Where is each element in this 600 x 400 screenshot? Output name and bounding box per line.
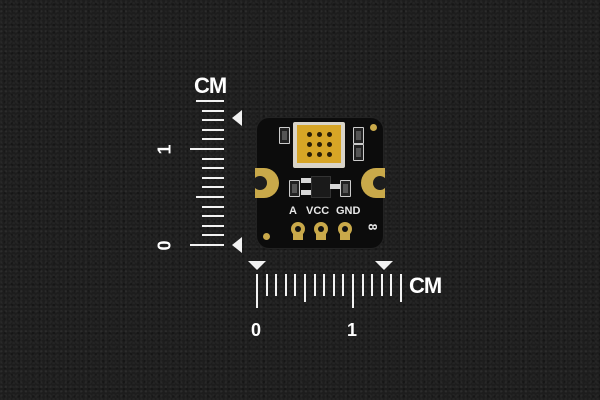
ruler-tick	[371, 274, 374, 296]
ruler-tick	[352, 274, 354, 308]
left-mount-hole	[253, 176, 267, 190]
ruler-tick	[202, 215, 224, 218]
ruler-tick	[202, 157, 224, 160]
smd-resistor	[353, 127, 364, 144]
ruler-tick	[304, 274, 306, 302]
ruler-tick	[284, 274, 287, 296]
left-marker-triangle-icon	[248, 261, 266, 270]
ruler-tick	[390, 274, 393, 296]
ruler-tick	[294, 274, 297, 296]
pin-pad-gnd	[338, 222, 352, 236]
ruler-tick	[202, 224, 224, 227]
ruler-tick	[275, 274, 278, 296]
bottom-marker-triangle-icon	[232, 237, 242, 253]
smd-resistor	[279, 127, 290, 144]
ruler-tick	[313, 274, 316, 296]
right-marker-triangle-icon	[375, 261, 393, 270]
vertical-ruler-label-1: 1	[154, 144, 175, 155]
ruler-tick	[202, 119, 224, 122]
ruler-tick	[190, 244, 224, 246]
ruler-tick	[332, 274, 335, 296]
ruler-tick	[323, 274, 326, 296]
corner-dot	[370, 124, 377, 131]
ruler-tick	[202, 186, 224, 189]
ruler-tick	[202, 234, 224, 237]
pin-label-a: A	[289, 205, 297, 217]
corner-dot	[263, 233, 270, 240]
right-mount-hole	[373, 176, 387, 190]
pin-label-gnd: GND	[336, 205, 361, 217]
ruler-tick	[196, 196, 224, 198]
ruler-tick	[400, 274, 402, 302]
ruler-tick	[202, 128, 224, 131]
ruler-tick	[265, 274, 268, 296]
smd-capacitor	[353, 144, 364, 161]
ruler-tick	[202, 176, 224, 179]
gas-sensor-chip	[293, 122, 345, 168]
sensor-top-plate	[297, 125, 341, 163]
corner-mark: 8	[365, 223, 380, 231]
pin-pad-vcc	[314, 222, 328, 236]
pin-pad-a	[291, 222, 305, 236]
ruler-tick	[202, 138, 224, 141]
horizontal-ruler-unit-label: CM	[409, 273, 442, 298]
ruler-tick	[196, 100, 224, 102]
ruler-tick	[202, 167, 224, 170]
ruler-tick	[202, 109, 224, 112]
vertical-ruler-unit-label: CM	[194, 73, 227, 98]
ruler-tick	[202, 205, 224, 208]
ruler-tick	[190, 148, 224, 150]
sensor-board: A VCC GND 8	[253, 118, 387, 248]
pin-label-vcc: VCC	[306, 205, 330, 217]
ruler-tick	[361, 274, 364, 296]
top-marker-triangle-icon	[232, 110, 242, 126]
smd-resistor	[340, 180, 351, 197]
ruler-tick	[256, 274, 258, 308]
smd-resistor	[289, 180, 300, 197]
vertical-ruler-label-0: 0	[154, 240, 175, 251]
horizontal-ruler-label-0: 0	[251, 320, 262, 340]
horizontal-ruler-label-1: 1	[347, 320, 358, 340]
ruler-tick	[342, 274, 345, 296]
ruler-tick	[380, 274, 383, 296]
transistor-chip	[311, 176, 331, 198]
